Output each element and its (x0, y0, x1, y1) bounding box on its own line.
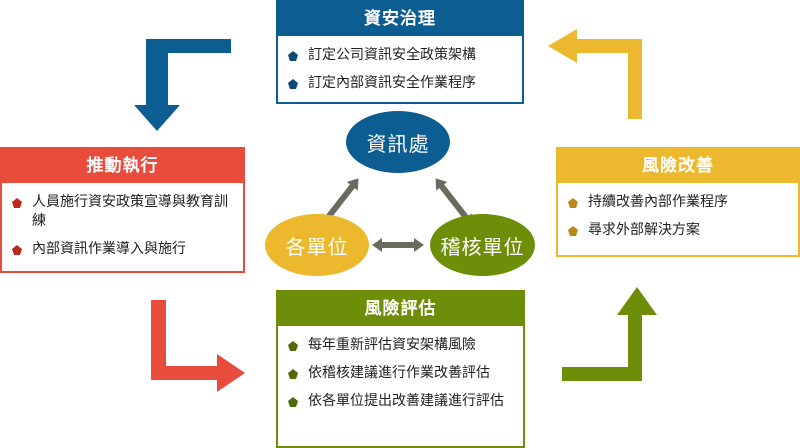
pentagon-bullet-icon (12, 245, 22, 255)
pentagon-bullet-icon (288, 341, 298, 351)
execution-list: 人員施行資安政策宣導與教育訓練 內部資訊作業導入與施行 (2, 183, 243, 272)
arrow-assessment-to-improvement (562, 287, 657, 381)
node-audit-label: 稽核單位 (440, 234, 525, 259)
pentagon-bullet-icon (12, 198, 22, 208)
governance-list: 訂定公司資訊安全政策架構 訂定內部資訊安全作業程序 (278, 36, 522, 106)
pentagon-bullet-icon (288, 397, 298, 407)
improvement-list: 持續改善內部作業程序 尋求外部解決方案 (558, 183, 798, 253)
list-item: 依各單位提出改善建議進行評估 (286, 392, 515, 411)
node-audit: 稽核單位 (430, 214, 535, 276)
double-arrow-it-units (321, 178, 359, 226)
execution-title: 推動執行 (2, 149, 243, 183)
improvement-title: 風險改善 (558, 149, 798, 183)
improvement-box: 風險改善 持續改善內部作業程序 尋求外部解決方案 (556, 147, 800, 257)
list-item: 訂定內部資訊安全作業程序 (286, 74, 514, 93)
pentagon-bullet-icon (568, 226, 578, 236)
list-item: 人員施行資安政策宣導與教育訓練 (10, 193, 235, 231)
node-it-department: 資訊處 (346, 111, 450, 173)
list-item: 內部資訊作業導入與施行 (10, 240, 235, 259)
pentagon-bullet-icon (288, 79, 298, 89)
list-item: 依稽核建議進行作業改善評估 (286, 364, 515, 383)
double-arrow-units-audit (372, 238, 424, 252)
pentagon-bullet-icon (288, 369, 298, 379)
list-item: 尋求外部解決方案 (566, 221, 790, 240)
assessment-list: 每年重新評估資安架構風險 依稽核建議進行作業改善評估 依各單位提出改善建議進行評… (278, 326, 523, 424)
pentagon-bullet-icon (288, 51, 298, 61)
governance-title: 資安治理 (278, 2, 522, 36)
node-it-label: 資訊處 (366, 131, 430, 156)
pentagon-bullet-icon (568, 198, 578, 208)
list-item: 持續改善內部作業程序 (566, 193, 790, 212)
governance-box: 資安治理 訂定公司資訊安全政策架構 訂定內部資訊安全作業程序 (276, 0, 524, 104)
double-arrow-it-audit (435, 178, 473, 226)
list-item: 訂定公司資訊安全政策架構 (286, 46, 514, 65)
arrow-execution-to-assessment (151, 300, 245, 392)
center-arrows (321, 178, 473, 252)
node-units-label: 各單位 (285, 234, 349, 259)
execution-box: 推動執行 人員施行資安政策宣導與教育訓練 內部資訊作業導入與施行 (0, 147, 245, 273)
arrow-governance-to-execution (134, 39, 231, 131)
node-units: 各單位 (265, 214, 369, 276)
list-item: 每年重新評估資安架構風險 (286, 336, 515, 355)
assessment-box: 風險評估 每年重新評估資安架構風險 依稽核建議進行作業改善評估 依各單位提出改善… (276, 290, 525, 448)
assessment-title: 風險評估 (278, 292, 523, 326)
arrow-improvement-to-governance (548, 29, 642, 119)
